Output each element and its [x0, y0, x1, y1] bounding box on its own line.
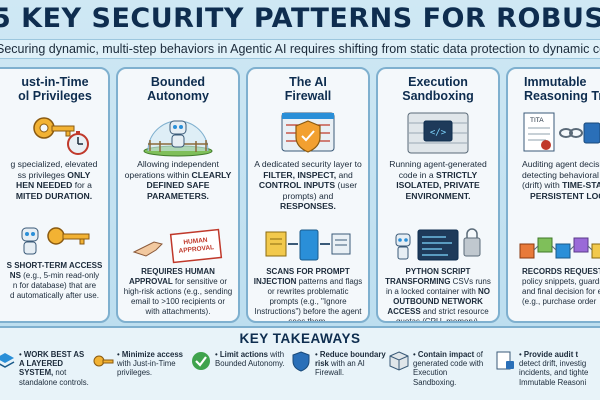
page-title: 5 KEY SECURITY PATTERNS FOR ROBUST AI AG…: [0, 3, 600, 34]
card-example: S SHORT-TERM ACCESS NS (e.g., 5-min read…: [6, 261, 103, 300]
card-ai-firewall: The AI Firewall A dedicated security lay…: [246, 67, 370, 323]
illustration-robot-script: [378, 225, 498, 265]
card-title: Execution Sandboxing: [402, 75, 474, 103]
card-description: A dedicated security layer to FILTER, IN…: [254, 159, 362, 211]
takeaway-item: • Reduce boundary risk with an AI Firewa…: [290, 350, 386, 398]
document-lock-icon: [494, 350, 516, 372]
card-description: Auditing agent decisio detecting behavio…: [522, 159, 600, 201]
human-approval-icon: HUMAN APPROVAL: [132, 228, 223, 264]
illustration-approval-sign: HUMAN APPROVAL: [118, 225, 238, 265]
card-description: Allowing independent operations within C…: [124, 159, 232, 201]
card-description: g specialized, elevated ss privileges ON…: [10, 159, 98, 201]
card-execution-sandboxing: Execution Sandboxing </> Running agent-g…: [376, 67, 500, 323]
prompt-filter-icon: [265, 229, 351, 261]
shield-icon: [290, 350, 312, 372]
takeaway-item: • Limit actions with Bounded Autonomy.: [190, 350, 286, 398]
illustration-robot-fence: [118, 107, 238, 157]
container-icon: [388, 350, 410, 372]
illustration-robot-key: [0, 219, 108, 259]
card-example: PYTHON SCRIPT TRANSFORMING CSVs runs in …: [385, 267, 491, 323]
card-title: Bounded Autonomy: [147, 75, 209, 103]
robot-script-icon: [395, 228, 481, 261]
block-chain-icon: [519, 237, 600, 259]
card-title: Immutable Reasoning Tr: [524, 75, 600, 103]
card-title: ust-in-Time ol Privileges: [18, 75, 92, 103]
check-shield-icon: [190, 350, 212, 372]
card-example: SCANS FOR PROMPT INJECTION patterns and …: [253, 267, 363, 323]
illustration-prompt-filter: [248, 225, 368, 265]
key-icon: [92, 350, 114, 372]
illustration-sandbox: </>: [378, 107, 498, 157]
doc-label: TITA: [530, 117, 544, 124]
card-bounded-autonomy: Bounded Autonomy Allowing independent op…: [116, 67, 240, 323]
illustration-firewall-shield: [248, 107, 368, 157]
layers-icon: [0, 350, 16, 372]
card-description: Running agent-generated code in a STRICT…: [389, 159, 487, 201]
robot-fence-icon: [143, 120, 213, 157]
card-just-in-time: ust-in-Time ol Privileges g specialized,…: [0, 67, 110, 323]
sandbox-container-icon: </>: [407, 112, 469, 154]
card-example: REQUIRES HUMAN APPROVAL for sensitive or…: [123, 267, 233, 316]
card-example: RECORDS REQUEST CO policy snippets, guar…: [522, 267, 600, 306]
takeaway-item: • Minimize access with Just-in-Time priv…: [92, 350, 188, 398]
illustration-document-chain: TITA: [508, 107, 600, 157]
robot-key-icon: [21, 227, 90, 255]
card-immutable-reasoning-trails: Immutable Reasoning Tr TITA Auditing age…: [506, 67, 600, 323]
firewall-shield-icon: [281, 112, 335, 153]
key-stopwatch-icon: [33, 117, 89, 155]
card-title: The AI Firewall: [284, 75, 332, 103]
takeaway-item: • WORK BEST AS A LAYERED SYSTEM, not sta…: [0, 350, 90, 398]
takeaway-item: • Contain impact of generated code with …: [388, 350, 490, 398]
page-subtitle: Securing dynamic, multi-step behaviors i…: [0, 39, 600, 59]
svg-text:</>: </>: [430, 128, 447, 138]
svg-text:HUMAN: HUMAN: [183, 237, 208, 247]
takeaways-list: • WORK BEST AS A LAYERED SYSTEM, not sta…: [0, 350, 600, 400]
takeaway-item: • Provide audit t detect drift, investig…: [494, 350, 600, 398]
document-chain-icon: TITA: [523, 112, 600, 152]
takeaways-heading: KEY TAKEAWAYS: [239, 331, 361, 346]
illustration-block-chain: [508, 225, 600, 265]
svg-text:APPROVAL: APPROVAL: [178, 244, 214, 255]
key-takeaways-panel: KEY TAKEAWAYS • WORK BEST AS A LAYERED S…: [0, 326, 600, 400]
illustration-key-stopwatch: [0, 107, 108, 157]
